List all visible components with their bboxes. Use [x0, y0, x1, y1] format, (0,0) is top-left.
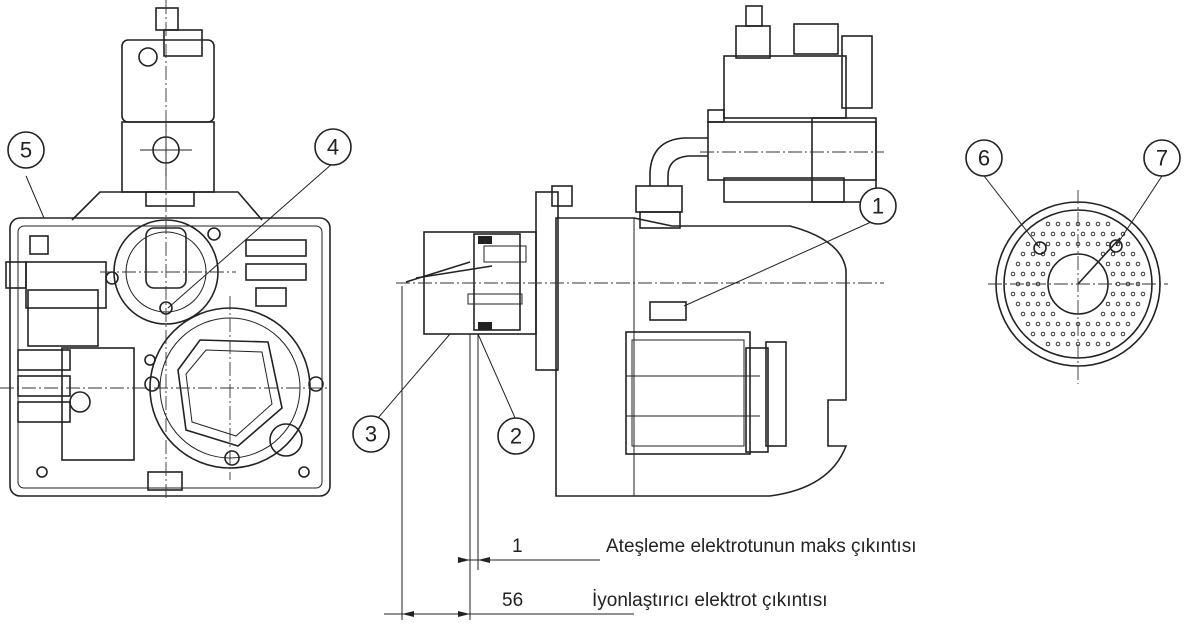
burner-front-view	[0, 0, 334, 500]
ignition-dimension-value: 1	[512, 536, 523, 557]
callout-4-label: 4	[327, 135, 339, 160]
callout-5: 5	[7, 131, 45, 169]
callout-6-label: 6	[978, 146, 990, 171]
ionization-dimension-label: İyonlaştırıcı elektrot çıkıntısı	[592, 590, 827, 611]
callout-7-label: 7	[1156, 146, 1168, 171]
callout-1: 1	[859, 187, 897, 225]
callout-6: 6	[965, 139, 1003, 177]
ignition-dimension-label: Ateşleme elektrotunun maks çıkıntısı	[606, 536, 916, 557]
callout-1-label: 1	[872, 194, 884, 219]
callout-5-label: 5	[20, 138, 32, 163]
burner-side-view	[377, 5, 884, 497]
dimension-lines	[384, 286, 634, 620]
callout-2-label: 2	[510, 424, 522, 449]
nozzle-head-view	[983, 175, 1168, 384]
callout-7: 7	[1143, 139, 1181, 177]
nozzle-hole-pattern	[1010, 221, 1146, 347]
ionization-dimension-value: 56	[502, 590, 523, 611]
callout-3-label: 3	[365, 422, 377, 447]
callout-2: 2	[497, 417, 535, 455]
callout-3: 3	[352, 415, 390, 453]
callout-4: 4	[314, 128, 352, 166]
